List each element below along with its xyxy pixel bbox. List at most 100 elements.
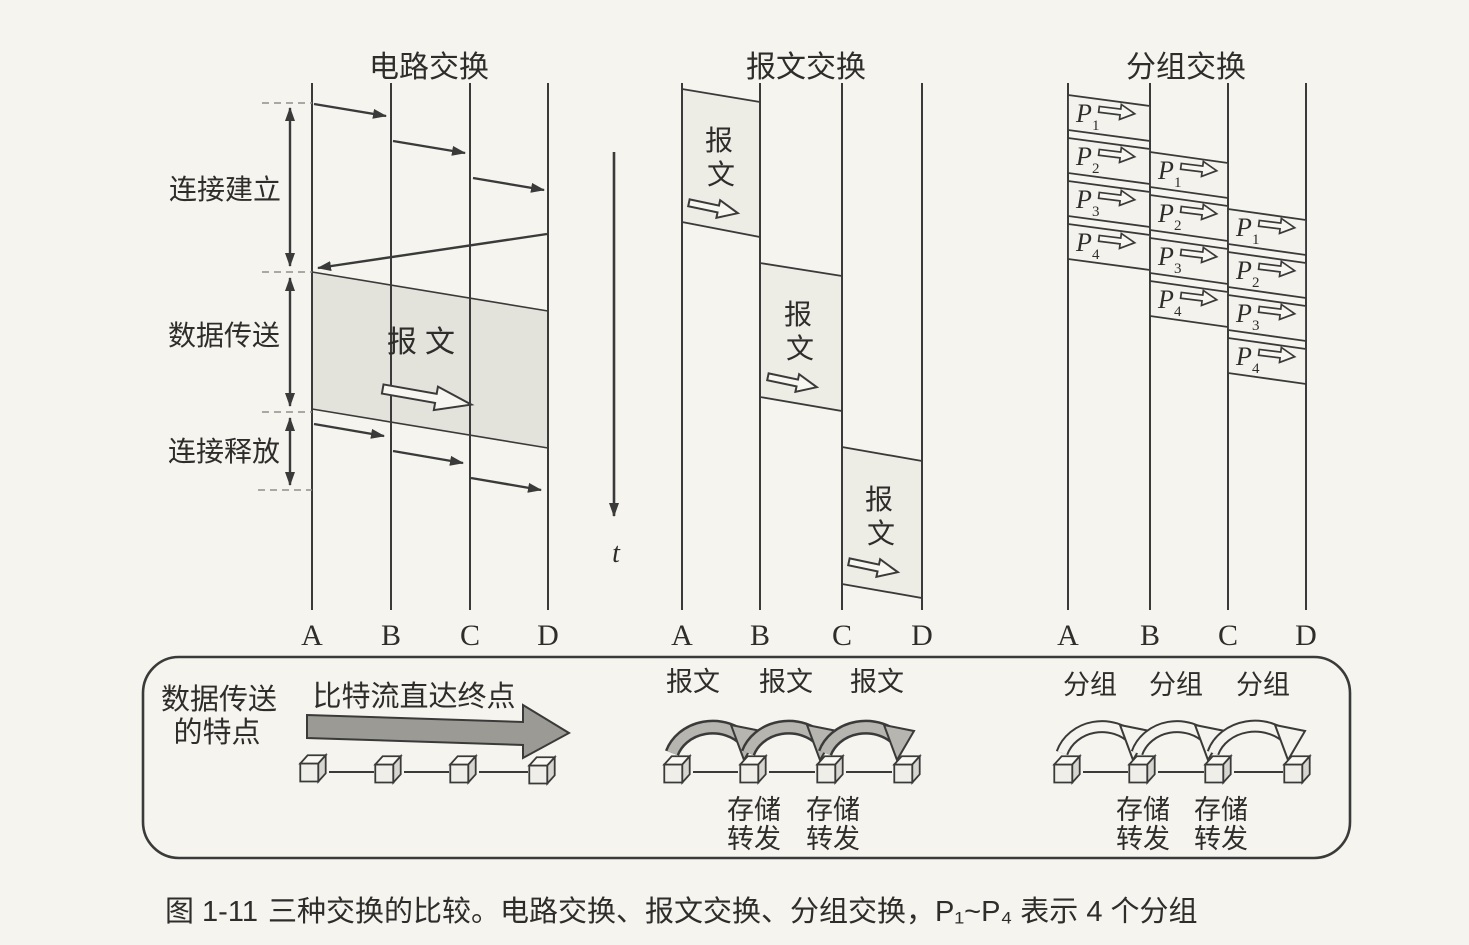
packet-band: P 2 — [1149, 193, 1229, 243]
packet-sub: 4 — [1092, 247, 1100, 263]
packet-sub: 2 — [1252, 275, 1260, 291]
store-forward-label: 存储 — [1116, 795, 1170, 825]
circuit-setup-arrows — [313, 102, 548, 272]
phase-annotations: 连接建立 数据传送 连接释放 — [168, 102, 312, 491]
packet-p: P — [1075, 99, 1092, 128]
circuit-data-region — [312, 272, 548, 448]
packet-p: P — [1075, 185, 1092, 214]
store-forward-label: 转发 — [727, 824, 781, 854]
node-cube-icon — [739, 755, 767, 784]
legend-row-label-line2: 的特点 — [173, 716, 260, 749]
packet-sub: 4 — [1252, 361, 1260, 377]
message-block-3-content: 报 文 — [846, 484, 901, 582]
node-label-a: A — [301, 619, 323, 652]
node-cube-icon — [1283, 755, 1311, 784]
message-hop-label: 报文 — [666, 667, 720, 697]
message-block-label-top: 报 — [784, 299, 812, 330]
message-timelines — [681, 83, 923, 610]
packet-p: P — [1235, 256, 1252, 285]
message-hop-arc-icon — [817, 719, 916, 763]
phase-label-release: 连接释放 — [168, 436, 280, 467]
message-block-label-bottom: 文 — [786, 333, 814, 364]
node-cube-icon — [1204, 755, 1232, 784]
packet-p: P — [1075, 228, 1092, 257]
time-axis: t — [609, 152, 621, 569]
node-cube-icon — [1053, 755, 1081, 784]
packet-p: P — [1157, 242, 1174, 271]
node-label-b: B — [381, 619, 401, 652]
legend-message-feature: 报文 报文 报文 — [663, 667, 921, 854]
node-label-d: D — [537, 619, 559, 652]
packet-p: P — [1157, 156, 1174, 185]
message-node-labels: A B C D — [671, 619, 933, 652]
node-label-d: D — [911, 619, 933, 652]
figure-caption: 图 1-11 三种交换的比较。电路交换、报文交换、分组交换，P₁~P₄ 表示 4… — [165, 895, 1198, 928]
node-label-d: D — [1295, 619, 1317, 652]
message-block-label-bottom: 文 — [867, 518, 895, 549]
circuit-feature-label: 比特流直达终点 — [312, 680, 515, 713]
message-block-label-bottom: 文 — [707, 159, 735, 190]
packet-band: P 1 — [1227, 207, 1307, 257]
packet-band: P 3 — [1149, 236, 1229, 286]
node-cube-icon — [1128, 755, 1156, 784]
node-cube-icon — [528, 756, 556, 785]
store-forward-label: 存储 — [727, 795, 781, 825]
packet-hop-label: 分组 — [1236, 670, 1290, 700]
packet-sub: 1 — [1092, 118, 1100, 134]
node-label-c: C — [1218, 619, 1238, 652]
legend-packet-feature: 分组 分组 分组 — [1053, 670, 1311, 854]
node-label-a: A — [1057, 619, 1079, 652]
packet-sub: 2 — [1174, 218, 1182, 234]
phase-label-data: 数据传送 — [168, 320, 280, 351]
store-forward-label: 转发 — [806, 824, 860, 854]
node-cube-icon — [816, 755, 844, 784]
packet-p: P — [1157, 285, 1174, 314]
store-forward-label: 存储 — [806, 795, 860, 825]
store-forward-label: 存储 — [1194, 795, 1248, 825]
legend-circuit-feature: 比特流直达终点 — [299, 680, 572, 785]
packet-hop-arc-icon — [1206, 719, 1307, 763]
circuit-title: 电路交换 — [369, 51, 489, 84]
packet-band: P 2 — [1067, 136, 1151, 186]
message-block-label-top: 报 — [865, 484, 893, 515]
store-forward-label: 转发 — [1194, 824, 1248, 854]
packet-hop-label: 分组 — [1063, 670, 1117, 700]
packet-sub: 1 — [1174, 175, 1182, 191]
node-cube-icon — [663, 755, 691, 784]
packet-sub: 3 — [1092, 204, 1100, 220]
packet-sub: 3 — [1252, 318, 1260, 334]
node-cube-icon — [299, 754, 327, 783]
circuit-node-cubes — [299, 754, 556, 785]
phase-label-setup: 连接建立 — [169, 174, 281, 205]
packet-p: P — [1235, 299, 1252, 328]
node-cube-icon — [374, 755, 402, 784]
packet-switching-section: 分组交换 P 1 P 2 P 3 P 4 — [1057, 51, 1317, 652]
circuit-timelines — [311, 83, 549, 610]
packet-sub: 3 — [1174, 261, 1182, 277]
message-title: 报文交换 — [746, 51, 866, 84]
node-label-c: C — [832, 619, 852, 652]
packet-hop-label: 分组 — [1149, 670, 1203, 700]
node-label-c: C — [460, 619, 480, 652]
message-block-1-content: 报 文 — [686, 125, 741, 223]
node-label-b: B — [750, 619, 770, 652]
node-label-a: A — [671, 619, 693, 652]
packet-sub: 1 — [1252, 232, 1260, 248]
packet-p: P — [1075, 142, 1092, 171]
message-hop-label: 报文 — [759, 667, 813, 697]
packet-band: P 1 — [1149, 150, 1229, 200]
packet-sub: 2 — [1092, 161, 1100, 177]
circuit-release-arrows — [313, 422, 542, 493]
legend-row-label-line1: 数据传送 — [161, 683, 277, 716]
packet-p: P — [1235, 213, 1252, 242]
node-cube-icon — [449, 755, 477, 784]
caption-text: 三种交换的比较。电路交换、报文交换、分组交换，P₁~P₄ 表示 4 个分组 — [268, 895, 1198, 928]
node-cube-icon — [893, 755, 921, 784]
packet-band: P 2 — [1227, 250, 1307, 300]
packet-p: P — [1235, 342, 1252, 371]
store-forward-label: 转发 — [1116, 824, 1170, 854]
packet-band: P 3 — [1067, 179, 1151, 229]
caption-figure-number: 图 1-11 — [165, 896, 258, 928]
